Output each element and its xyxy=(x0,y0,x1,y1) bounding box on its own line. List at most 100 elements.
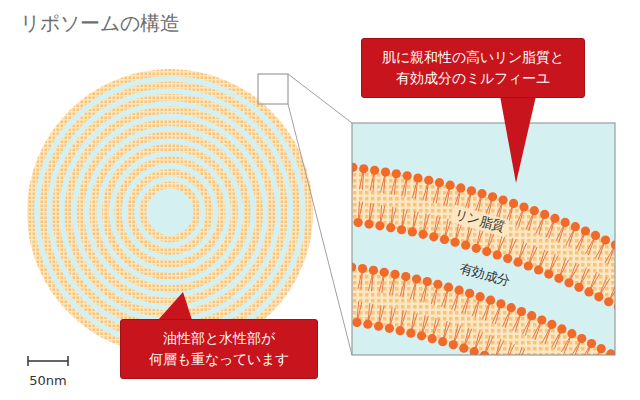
lipid-head xyxy=(390,270,399,279)
bilayer-zoom xyxy=(352,161,615,355)
lipid-head xyxy=(467,186,476,195)
lipid-head xyxy=(423,277,432,286)
liposome-rings xyxy=(27,69,313,355)
water-ring xyxy=(97,139,244,286)
lipid-head xyxy=(540,210,549,219)
lipid-tail xyxy=(495,340,504,355)
lipid-head xyxy=(424,176,433,185)
lipid-head xyxy=(527,311,536,320)
water-ring xyxy=(147,189,194,236)
water-ring xyxy=(47,89,294,336)
callout-text: 肌に親和性の高いリン脂質と 有効成分のミルフィーユ xyxy=(372,47,574,89)
lipid-head xyxy=(428,334,437,343)
lipid-head xyxy=(476,292,485,301)
lipid-ring xyxy=(127,169,213,255)
scale-bar xyxy=(28,356,68,366)
lipid-head xyxy=(554,274,563,283)
lipid-head xyxy=(594,292,603,301)
lipid-head xyxy=(370,166,379,175)
lipid-head xyxy=(433,280,442,289)
lipid-head xyxy=(470,347,479,355)
lipid-head xyxy=(564,278,573,287)
lipid-head xyxy=(446,181,455,190)
lipid-head xyxy=(557,324,566,333)
ingredient-label: 有効成分 xyxy=(455,258,516,291)
lipid-head xyxy=(352,163,357,172)
lipid-head xyxy=(359,164,368,173)
lipid-head xyxy=(482,247,491,256)
water-ring xyxy=(34,76,306,348)
lipid-head xyxy=(364,219,373,228)
lipid-ring xyxy=(77,119,263,305)
lipid-head xyxy=(601,235,610,244)
lipid-head xyxy=(537,315,546,324)
lipid-ring xyxy=(27,69,313,355)
lipid-head xyxy=(401,272,410,281)
lipid-head xyxy=(352,318,361,327)
lipid-head xyxy=(440,235,449,244)
lipid-head xyxy=(611,240,615,249)
lipid-head xyxy=(571,222,580,231)
lipid-head xyxy=(380,268,389,277)
lipid-head xyxy=(352,262,356,271)
scale-bar-tick xyxy=(67,356,69,366)
lipid-head xyxy=(550,214,559,223)
lipid-head xyxy=(587,339,596,348)
lipid-head xyxy=(449,340,458,349)
scale-bar-tick xyxy=(27,356,29,366)
lipid-head xyxy=(574,283,583,292)
lipid-ring xyxy=(40,82,301,343)
lipid-head xyxy=(375,221,384,230)
lipid-head xyxy=(456,183,465,192)
lipid-head xyxy=(358,264,367,273)
water-ring xyxy=(59,101,281,323)
water-ring xyxy=(84,126,256,298)
lipid-head xyxy=(369,266,378,275)
lipid-head xyxy=(509,199,518,208)
lipid-head xyxy=(530,206,539,215)
lipid-head xyxy=(413,173,422,182)
zoom-guide-line xyxy=(288,74,352,123)
lipid-head xyxy=(561,218,570,227)
scale-label: 50nm xyxy=(26,373,69,388)
lipid-head xyxy=(354,218,363,227)
callout-box: 肌に親和性の高いリン脂質と 有効成分のミルフィーユ xyxy=(361,38,585,98)
callout-pointer xyxy=(500,96,536,183)
lipid-head xyxy=(584,287,593,296)
lipid-head xyxy=(444,283,453,292)
callout-pointer xyxy=(158,292,192,320)
lipid-tail xyxy=(505,344,514,355)
water-ring xyxy=(72,114,269,311)
lipid-head xyxy=(503,254,512,263)
lipid-head xyxy=(524,261,533,270)
lipid-head xyxy=(418,230,427,239)
lipid-head xyxy=(429,232,438,241)
lipid-head xyxy=(519,202,528,211)
lipid-head xyxy=(547,320,556,329)
lipid-head xyxy=(488,192,497,201)
lipid-head xyxy=(397,225,406,234)
zoom-guide-line xyxy=(288,104,352,355)
diagram-title: リポソームの構造 xyxy=(20,10,180,37)
lipid-head xyxy=(507,303,516,312)
lipid-head xyxy=(465,289,474,298)
lipid-head xyxy=(534,265,543,274)
water-ring xyxy=(122,164,219,261)
lipid-head xyxy=(408,227,417,236)
lipid-head xyxy=(459,344,468,353)
lipid-head xyxy=(363,320,372,329)
lipid-ring xyxy=(102,144,238,280)
callout-box: 油性部と水性部が 何層も重なっています xyxy=(120,319,318,379)
lipid-head xyxy=(386,223,395,232)
callout-text: 油性部と水性部が 何層も重なっています xyxy=(131,328,307,370)
zoom-frame xyxy=(352,123,615,355)
lipid-head xyxy=(496,299,505,308)
lipid-head xyxy=(544,269,553,278)
lipid-head xyxy=(498,195,507,204)
lipid-head xyxy=(438,337,447,346)
zoom-marker xyxy=(258,74,288,104)
scale-bar-line xyxy=(28,360,68,362)
lipid-head xyxy=(385,324,394,333)
lipid-head xyxy=(455,286,464,295)
